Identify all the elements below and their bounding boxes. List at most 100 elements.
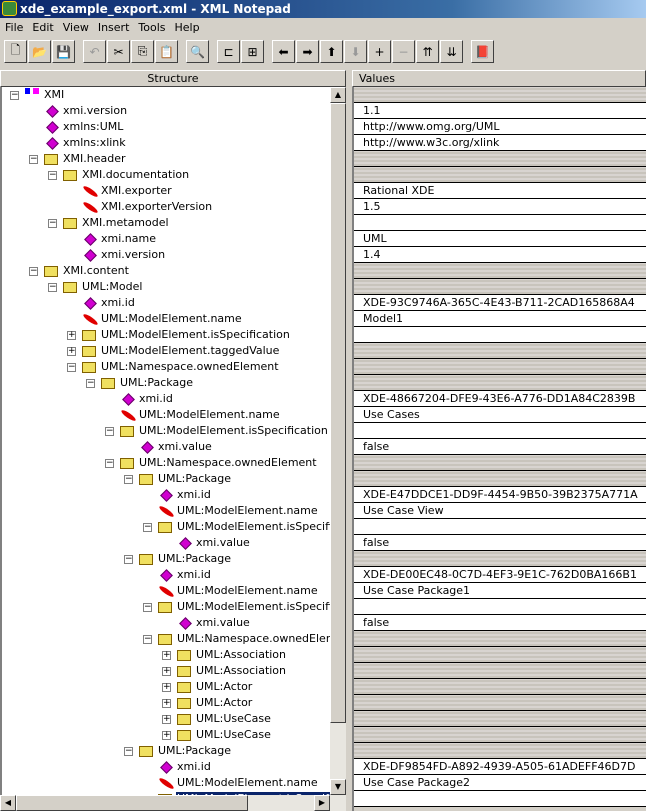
tree-node[interactable]: UML:ModelElement.name [2,775,330,791]
value-cell[interactable]: XDE-DE00EC48-0C7D-4EF3-9E1C-762D0BA166B1 [354,567,646,583]
value-cell[interactable]: UML [354,231,646,247]
value-cell[interactable]: Use Case Package1 [354,583,646,599]
value-cell[interactable]: false [354,615,646,631]
value-cell[interactable] [354,791,646,807]
tree-node[interactable]: −XMI.content [2,263,330,279]
menu-help[interactable]: Help [174,21,200,34]
value-cell[interactable]: Rational XDE [354,183,646,199]
value-cell[interactable]: http://www.w3c.org/xlink [354,135,646,151]
collapse-toggle[interactable]: − [48,170,57,180]
collapse-toggle[interactable]: − [143,634,152,644]
tree-node[interactable]: xmi.id [2,759,330,775]
arrow-right-button[interactable]: ➡ [296,40,319,63]
collapse-toggle[interactable]: − [143,602,152,612]
menu-view[interactable]: View [62,21,89,34]
copy-button[interactable]: ⎘ [131,40,154,63]
sort-up-button[interactable]: ⇈ [416,40,439,63]
tree-node[interactable]: xmi.id [2,567,330,583]
tree-node[interactable]: −UML:Model [2,279,330,295]
collapse-toggle[interactable]: − [124,746,133,756]
arrow-left-button[interactable]: ⬅ [272,40,295,63]
collapse-toggle[interactable]: − [67,362,76,372]
value-cell[interactable]: false [354,439,646,455]
structure-header[interactable]: Structure [0,70,346,87]
tree-node[interactable]: −XMI [2,87,330,103]
value-cell[interactable]: Model1 [354,311,646,327]
collapse-toggle[interactable]: − [48,282,57,292]
tree-node[interactable]: −UML:Namespace.ownedElement [2,455,330,471]
menu-edit[interactable]: Edit [32,21,54,34]
scroll-up-button[interactable]: ▲ [330,87,346,103]
collapse-toggle[interactable]: − [86,378,95,388]
tree-node[interactable]: −UML:ModelElement.isSpecification [2,519,330,535]
tree-node[interactable]: UML:ModelElement.name [2,311,330,327]
scroll-right-button[interactable]: ▶ [314,795,330,811]
menu-file[interactable]: File [5,21,24,34]
scroll-thumb[interactable] [330,103,346,723]
tree-node[interactable]: −UML:ModelElement.isSpecification [2,423,330,439]
insert-child-button[interactable]: ⊞ [241,40,264,63]
expand-toggle[interactable]: + [67,330,76,340]
tree-node[interactable]: xmlns:xlink [2,135,330,151]
collapse-button[interactable]: − [392,40,415,63]
value-cell[interactable]: 1.4 [354,247,646,263]
scroll-left-button[interactable]: ◀ [0,795,16,811]
tree-node[interactable]: UML:ModelElement.name [2,583,330,599]
collapse-toggle[interactable]: − [29,154,38,164]
tree-node[interactable]: +UML:Association [2,663,330,679]
value-cell[interactable]: XDE-48667204-DFE9-43E6-A776-DD1A84C2839B [354,391,646,407]
collapse-toggle[interactable]: − [124,474,133,484]
value-cell[interactable]: 1.5 [354,199,646,215]
menu-tools[interactable]: Tools [138,21,166,34]
arrow-down-button[interactable]: ⬇ [344,40,367,63]
tree-node[interactable]: xmlns:UML [2,119,330,135]
value-cell[interactable] [354,327,646,343]
collapse-toggle[interactable]: − [29,266,38,276]
value-cell[interactable]: Use Case View [354,503,646,519]
save-button[interactable]: 💾 [52,40,75,63]
tree-node[interactable]: UML:ModelElement.name [2,503,330,519]
tree-node[interactable]: xmi.id [2,295,330,311]
value-cell[interactable] [354,423,646,439]
book-button[interactable]: 📕 [471,40,494,63]
value-cell[interactable]: http://www.omg.org/UML [354,119,646,135]
expand-toggle[interactable]: + [162,682,171,692]
tree-node[interactable]: −UML:Package [2,471,330,487]
expand-toggle[interactable]: + [162,666,171,676]
tree-node[interactable]: −UML:Package [2,375,330,391]
hscroll-thumb[interactable] [16,795,248,811]
tree-node[interactable]: −XMI.header [2,151,330,167]
tree-node[interactable]: xmi.id [2,487,330,503]
value-cell[interactable]: false [354,535,646,551]
tree-node[interactable]: +UML:ModelElement.isSpecification [2,791,330,795]
tree-node[interactable]: +UML:ModelElement.taggedValue [2,343,330,359]
cut-button[interactable]: ✂ [107,40,130,63]
values-header[interactable]: Values [352,70,646,87]
open-button[interactable]: 📂 [28,40,51,63]
insert-element-button[interactable]: ⊏ [217,40,240,63]
expand-toggle[interactable]: + [162,714,171,724]
value-cell[interactable]: Use Cases [354,407,646,423]
tree-node[interactable]: −UML:Namespace.ownedElement [2,631,330,647]
tree-node[interactable]: xmi.version [2,103,330,119]
tree-node[interactable]: +UML:Association [2,647,330,663]
tree-node[interactable]: −UML:ModelElement.isSpecification [2,599,330,615]
value-cell[interactable]: XDE-E47DDCE1-DD9F-4454-9B50-39B2375A771A [354,487,646,503]
collapse-toggle[interactable]: − [48,218,57,228]
menu-insert[interactable]: Insert [97,21,130,34]
expand-button[interactable]: + [368,40,391,63]
tree-node[interactable]: −UML:Package [2,551,330,567]
tree-node[interactable]: xmi.version [2,247,330,263]
collapse-toggle[interactable]: − [143,522,152,532]
tree-node[interactable]: xmi.id [2,391,330,407]
tree-node[interactable]: −XMI.metamodel [2,215,330,231]
tree-node[interactable]: +UML:UseCase [2,727,330,743]
collapse-toggle[interactable]: − [105,458,114,468]
tree-node[interactable]: UML:ModelElement.name [2,407,330,423]
tree-node[interactable]: +UML:UseCase [2,711,330,727]
vertical-scrollbar[interactable]: ▲ ▼ [330,87,346,795]
expand-toggle[interactable]: + [162,650,171,660]
horizontal-scrollbar[interactable]: ◀ ▶ [0,795,346,811]
value-cell[interactable] [354,215,646,231]
value-cell[interactable] [354,599,646,615]
